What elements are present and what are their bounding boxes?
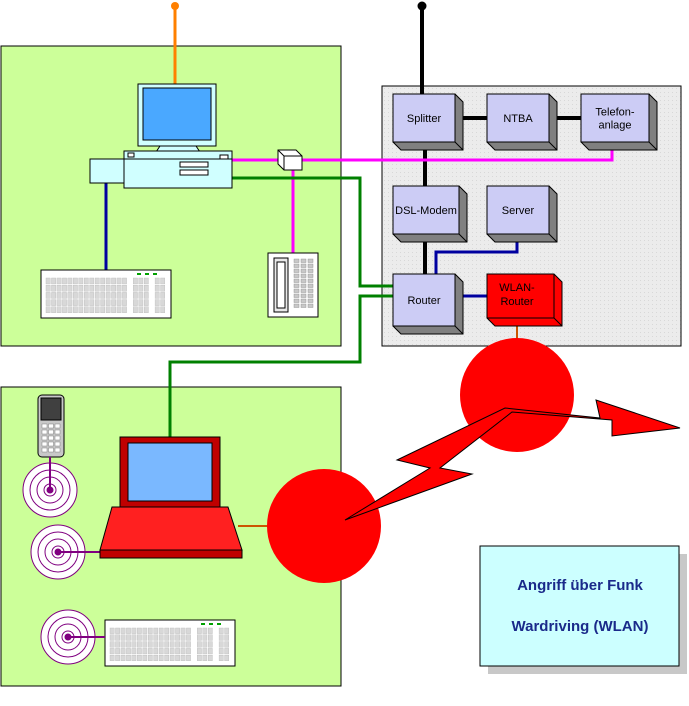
telefonanlage-box[interactable]: Telefon-anlage bbox=[580, 93, 658, 151]
link-router-laptop bbox=[168, 294, 396, 440]
ntba-box[interactable]: NTBA bbox=[486, 93, 558, 151]
router-box[interactable]: Router bbox=[392, 273, 464, 335]
splitter-box[interactable]: Splitter bbox=[392, 93, 464, 151]
server-label: Server bbox=[502, 205, 535, 217]
wlan-router-box[interactable]: WLAN- Router bbox=[486, 273, 563, 327]
telefonanlage-label: anlage bbox=[598, 120, 631, 132]
keyboard-icon[interactable] bbox=[104, 619, 236, 667]
orange-antenna-icon bbox=[171, 2, 179, 84]
ntba-label: NTBA bbox=[503, 113, 533, 125]
dsl-modem-box[interactable]: DSL-Modem bbox=[392, 185, 468, 243]
info-line-1: Angriff über Funk bbox=[517, 577, 643, 594]
desktop-pc-icon[interactable] bbox=[89, 83, 233, 189]
telefonanlage-label: Telefon- bbox=[595, 107, 634, 119]
splitter-label: Splitter bbox=[407, 113, 442, 125]
link-pc-router bbox=[232, 176, 396, 288]
wlan-signal-blob-lower bbox=[267, 469, 381, 583]
server-box[interactable]: Server bbox=[486, 185, 558, 243]
dsl-modem-label: DSL-Modem bbox=[395, 205, 457, 217]
router-label: Router bbox=[407, 295, 440, 307]
wlan-router-label-2: Router bbox=[500, 296, 533, 308]
network-socket-icon bbox=[277, 149, 303, 171]
lightning-bolt-icon bbox=[344, 399, 681, 521]
keyboard-icon[interactable] bbox=[40, 269, 172, 319]
laptop-icon[interactable] bbox=[99, 436, 243, 559]
mobile-phone-icon[interactable] bbox=[37, 394, 65, 458]
info-box: Angriff über Funk Wardriving (WLAN) bbox=[479, 545, 687, 674]
info-line-2: Wardriving (WLAN) bbox=[512, 618, 649, 635]
black-antenna-icon bbox=[417, 1, 427, 94]
wlan-router-label-1: WLAN- bbox=[499, 282, 535, 294]
isdn-phone-icon[interactable] bbox=[267, 252, 319, 318]
